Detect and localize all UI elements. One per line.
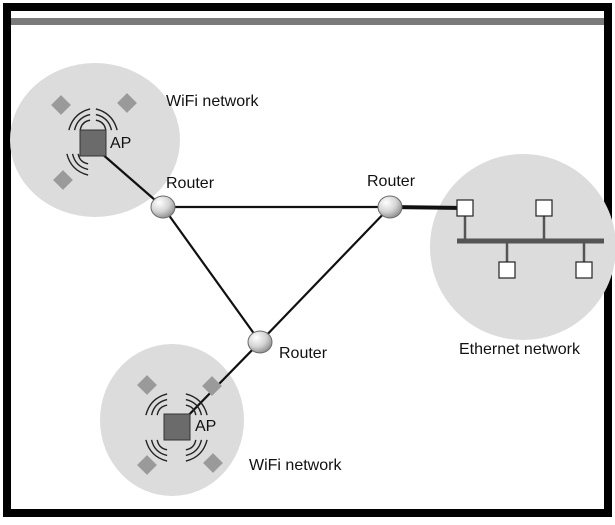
wifi-client-icon <box>137 375 223 475</box>
ethernet-network-cloud <box>430 154 615 340</box>
ethernet-host-4 <box>575 261 593 279</box>
link-router-left-router-bottom <box>161 205 262 344</box>
link-router-right-ethernet <box>389 205 466 210</box>
ap-label-bottom: AP <box>195 418 216 435</box>
wifi-cell-bottom <box>137 375 223 475</box>
router-left-icon <box>150 195 176 219</box>
access-point-icon <box>79 129 107 157</box>
ethernet-host-2 <box>535 199 553 217</box>
wifi-network-label-bottom: WiFi network <box>249 457 342 474</box>
ap-label-top: AP <box>110 135 131 152</box>
ethernet-host-1 <box>456 199 474 217</box>
ethernet-hosts <box>456 199 593 279</box>
router-label-right: Router <box>367 173 416 190</box>
header-bar <box>11 18 604 25</box>
router-label-bottom: Router <box>279 345 328 362</box>
ethernet-network-label: Ethernet network <box>459 341 581 358</box>
wifi-network-label-top: WiFi network <box>166 93 259 110</box>
routers <box>150 195 403 354</box>
access-point-icon <box>163 413 191 441</box>
router-bottom-icon <box>247 330 273 354</box>
ethernet-host-3 <box>498 261 516 279</box>
ethernet-bus <box>457 215 604 262</box>
router-label-left: Router <box>166 175 215 192</box>
router-right-icon <box>377 195 403 219</box>
link-router-right-router-bottom <box>258 205 392 344</box>
